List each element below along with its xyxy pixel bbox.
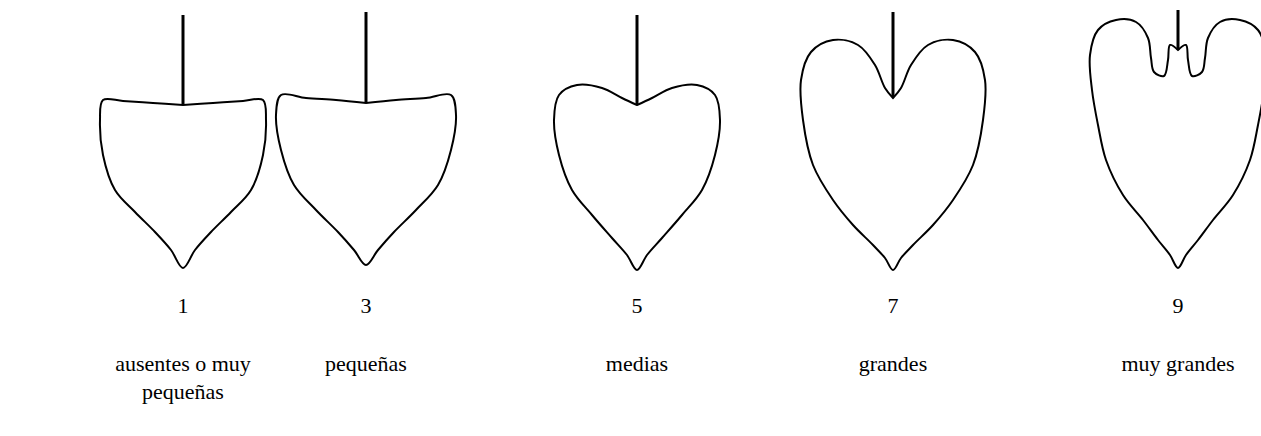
leaf-outline — [1090, 19, 1261, 268]
leaf-outline — [276, 94, 456, 265]
scale-description: grandes — [806, 350, 981, 378]
leaf-outline — [554, 85, 720, 270]
leaf-group — [100, 10, 1261, 270]
scale-description: pequeñas — [279, 350, 454, 378]
petiole — [365, 12, 368, 103]
leaf-outline — [100, 99, 266, 268]
scale-description: muy grandes — [1103, 350, 1253, 378]
scale-description: medias — [550, 350, 725, 378]
scale-description: ausentes o muy pequeñas — [96, 350, 271, 406]
leaf-outline — [800, 40, 985, 270]
scale-number: 5 — [607, 292, 667, 320]
petiole — [636, 15, 639, 105]
petiole — [182, 15, 185, 105]
scale-number: 1 — [153, 292, 213, 320]
scale-number: 3 — [336, 292, 396, 320]
scale-number: 9 — [1148, 292, 1208, 320]
scale-number: 7 — [863, 292, 923, 320]
petiole — [1177, 10, 1180, 50]
petiole — [892, 12, 895, 97]
